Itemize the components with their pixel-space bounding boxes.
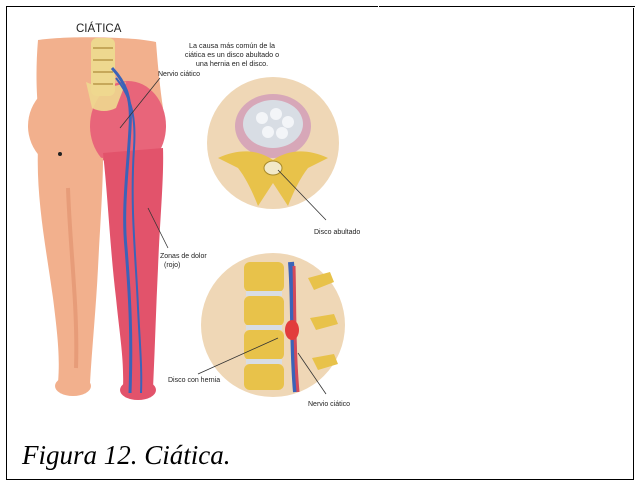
sciatica-svg: CIÁTICA Nervio ciático Zonas de dolor (r… (8, 8, 376, 420)
label-disco-hernia: Disco con hernia (168, 377, 220, 384)
frame-top-line (379, 6, 635, 7)
sciatica-illustration: CIÁTICA Nervio ciático Zonas de dolor (r… (8, 8, 376, 420)
body-back-view (28, 37, 166, 400)
illustration-title: CIÁTICA (76, 22, 122, 35)
label-nervio-ciatico-top: Nervio ciático (158, 71, 200, 78)
label-zonas-dolor-1: Zonas de dolor (160, 253, 207, 260)
cause-line-3: una hernia en el disco. (196, 59, 268, 68)
cause-line-1: La causa más común de la (189, 41, 275, 50)
figure-caption: Figura 12. Ciática. (22, 440, 231, 471)
cause-line-2: ciática es un disco abultado o (185, 50, 279, 59)
label-disco-abultado: Disco abultado (314, 229, 360, 236)
vertebra-cross-section (207, 77, 339, 209)
label-nervio-ciatico-bottom: Nervio ciático (308, 401, 350, 408)
herniated-disc-side-view (201, 253, 345, 397)
label-zonas-dolor-2: (rojo) (164, 262, 180, 269)
